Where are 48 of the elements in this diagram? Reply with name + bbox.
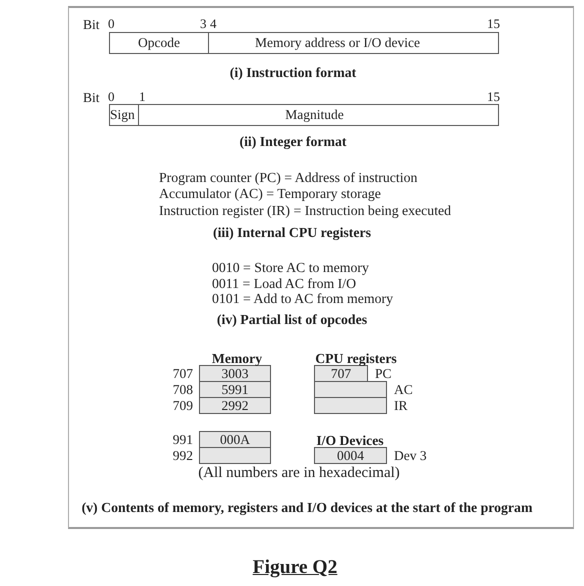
footnote: (All numbers are in hexadecimal) xyxy=(198,464,400,482)
bit-number: 15 xyxy=(487,90,500,104)
instruction-field xyxy=(109,32,209,54)
cell-value: 3003 xyxy=(222,366,248,382)
cell-value: 2992 xyxy=(222,398,248,414)
register-description: Program counter (PC) = Address of instruction xyxy=(159,170,418,184)
bit-number: 0 xyxy=(108,17,114,31)
format-heading: (i) Instruction format xyxy=(230,64,356,80)
field-label: Sign xyxy=(110,107,135,123)
device-name: Dev 3 xyxy=(394,448,427,464)
opcode-description: 0011 = Load AC from I/O xyxy=(212,276,356,290)
section-heading: (iii) Internal CPU registers xyxy=(213,224,371,240)
figure-caption: Figure Q2 xyxy=(252,556,338,579)
address-label: 708 xyxy=(172,382,193,398)
register-name: AC xyxy=(394,382,413,398)
section-heading: (iv) Partial list of opcodes xyxy=(216,312,368,326)
instruction-field xyxy=(208,32,499,54)
opcode-description: 0010 = Store AC to memory xyxy=(212,260,369,274)
column-heading: CPU registers xyxy=(315,350,397,366)
register-description: Instruction register (IR) = Instruction being executed xyxy=(159,202,452,218)
field-label: Magnitude xyxy=(285,107,344,123)
register-name: IR xyxy=(394,398,408,414)
field-label: Memory address or I/O device xyxy=(255,35,420,51)
cell-value: 707 xyxy=(330,366,352,382)
bit-number: 4 xyxy=(210,17,216,31)
field-label: Opcode xyxy=(138,35,180,51)
bit-label: Bit xyxy=(83,16,100,32)
opcode-description: 0101 = Add to AC from memory xyxy=(212,290,394,306)
section-heading: (v) Contents of memory, registers and I/O devices at the start of the program xyxy=(82,500,532,514)
address-label: 992 xyxy=(172,448,193,464)
integer-field xyxy=(138,104,499,126)
bit-label: Bit xyxy=(83,90,100,104)
cell-value: 5991 xyxy=(222,382,248,398)
bit-number: 0 xyxy=(108,90,114,104)
integer-field xyxy=(109,104,139,126)
address-label: 991 xyxy=(172,432,193,448)
address-label: 709 xyxy=(172,398,193,414)
bit-number: 15 xyxy=(487,17,500,31)
bit-number: 3 xyxy=(200,17,206,31)
format-heading: (ii) Integer format xyxy=(240,134,346,148)
bit-number: 1 xyxy=(139,90,146,104)
register-name: PC xyxy=(375,366,392,382)
register-description: Accumulator (AC) = Temporary storage xyxy=(159,186,381,200)
cell-value: 000A xyxy=(220,432,250,448)
column-heading: I/O Devices xyxy=(316,432,384,448)
cell-value: 0004 xyxy=(337,448,364,464)
column-heading: Memory xyxy=(212,350,262,366)
address-label: 707 xyxy=(172,366,193,382)
